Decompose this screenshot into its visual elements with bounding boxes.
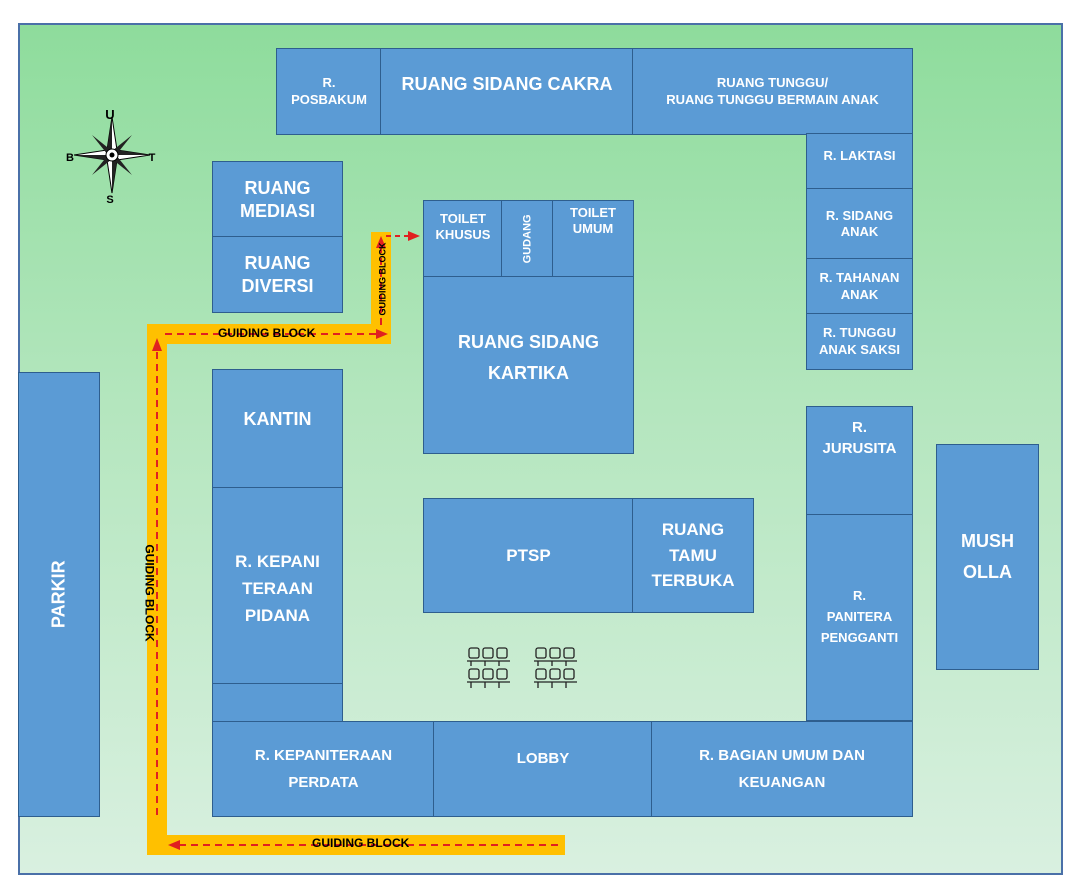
room-ruang-tunggu: RUANG TUNGGU/ RUANG TUNGGU BERMAIN ANAK (632, 48, 913, 135)
compass-west-label: B (66, 152, 74, 164)
arrow-head-icon (168, 840, 180, 850)
room-sidang-kartika: RUANG SIDANG KARTIKA (423, 276, 634, 454)
waiting-seats-icon (467, 647, 510, 688)
room-kepaniteraan-pidana: R. KEPANI TERAAN PIDANA (212, 487, 343, 685)
room-kepaniteraan-perdata: R. KEPANITERAAN PERDATA (212, 721, 435, 817)
room-posbakum: R. POSBAKUM (276, 48, 382, 135)
room-lobby: LOBBY (433, 721, 653, 817)
compass-north-label: U (105, 107, 114, 122)
room-laktasi: R. LAKTASI (806, 133, 913, 190)
room-tamu-terbuka: RUANG TAMU TERBUKA (632, 498, 754, 613)
guiding-block-label-left: GUIDING BLOCK (142, 544, 157, 642)
room-diversi: RUANG DIVERSI (212, 236, 343, 313)
guiding-block-label-bottom: GUIDING BLOCK (312, 836, 410, 850)
guiding-block-label-top: GUIDING BLOCK (218, 326, 316, 340)
arrow-head-icon (376, 329, 388, 339)
room-umum-keuangan: R. BAGIAN UMUM DAN KEUANGAN (651, 721, 913, 817)
guiding-block-label-small: GUIDING BLOCK (377, 242, 388, 316)
room-sidang-anak: R. SIDANG ANAK (806, 188, 913, 260)
arrow-head-icon (408, 231, 420, 241)
compass-south-label: S (106, 194, 113, 205)
room-mediasi: RUANG MEDIASI (212, 161, 343, 238)
room-jurusita: R. JURUSITA (806, 406, 913, 516)
room-tahanan-anak: R. TAHANAN ANAK (806, 258, 913, 315)
arrow-head-icon (376, 236, 386, 248)
room-ptsp: PTSP (423, 498, 634, 613)
room-corridor-block (212, 683, 343, 723)
room-toilet-umum: TOILET UMUM (552, 200, 634, 278)
room-sidang-cakra: RUANG SIDANG CAKRA (380, 48, 634, 135)
compass-rose-icon: U S B T (66, 107, 156, 205)
compass-east-label: T (149, 152, 156, 164)
room-mushola: MUSH OLLA (936, 444, 1039, 670)
arrow-head-icon (152, 338, 162, 351)
room-kantin: KANTIN (212, 369, 343, 489)
room-gudang: GUDANG (501, 200, 554, 278)
room-panitera-pengganti: R. PANITERA PENGGANTI (806, 514, 913, 721)
room-tunggu-anak-saksi: R. TUNGGU ANAK SAKSI (806, 313, 913, 370)
area-parkir: PARKIR (18, 372, 100, 817)
waiting-seats-icon (534, 647, 577, 688)
room-toilet-khusus: TOILET KHUSUS (423, 200, 503, 278)
